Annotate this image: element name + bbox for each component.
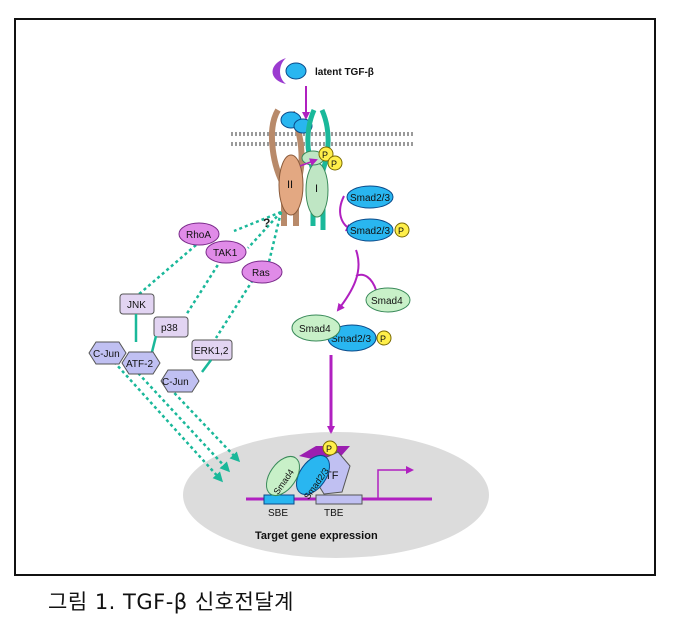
phosphate-label-1: P bbox=[322, 150, 328, 160]
tak1-node bbox=[205, 240, 247, 264]
smad23-node bbox=[346, 185, 394, 209]
smad23-phosphate-label: P bbox=[398, 226, 404, 236]
smad4-label: Smad4 bbox=[371, 296, 403, 307]
complex-smad23-label: Smad2/3 bbox=[331, 334, 371, 345]
p38-label: p38 bbox=[161, 323, 178, 334]
phosphate-label-2: P bbox=[331, 159, 337, 169]
nuc-smad23-node bbox=[295, 454, 331, 496]
type-I-receptor bbox=[301, 108, 331, 230]
rhoa-label: RhoA bbox=[186, 230, 211, 241]
sbe-label: SBE bbox=[268, 508, 288, 519]
target-gene-label: Target gene expression bbox=[255, 530, 378, 542]
complex-phosphate-label: P bbox=[380, 334, 386, 344]
erk-label: ERK1,2 bbox=[194, 346, 229, 357]
atf2-node bbox=[121, 351, 161, 375]
complex-smad4-node bbox=[291, 314, 341, 342]
smad4-recruit-arrow bbox=[355, 273, 377, 291]
phosphate-circle-2 bbox=[327, 155, 343, 171]
non-smad-pathway-lines bbox=[137, 210, 283, 339]
cjun-left-label: C-Jun bbox=[93, 349, 120, 360]
smad4-node bbox=[365, 287, 411, 313]
smad23-phosphate-circle bbox=[394, 222, 410, 238]
nuclear-input-arrows bbox=[105, 352, 241, 483]
cjun-right-node bbox=[160, 369, 200, 393]
tbe-element bbox=[315, 494, 363, 505]
phosphate-circle-1 bbox=[318, 146, 334, 162]
ras-label: Ras bbox=[252, 268, 270, 279]
smad23-p-label: Smad2/3 bbox=[350, 226, 390, 237]
tak1-label: TAK1 bbox=[213, 248, 238, 259]
phosphorylation-arrow bbox=[299, 158, 318, 167]
complex-smad4-label: Smad4 bbox=[299, 324, 331, 335]
ras-node bbox=[241, 260, 283, 284]
smad-complex-formation-arrow bbox=[336, 249, 360, 312]
p38-node bbox=[153, 316, 189, 338]
tgfb-pathway-diagram: latent TGF-β II I P P Smad2/3 Smad2/3 P … bbox=[88, 58, 489, 558]
unknown-link-label: ? bbox=[263, 216, 270, 230]
mapk-target-links bbox=[134, 314, 212, 373]
cjun-right-label: C-Jun bbox=[162, 377, 189, 388]
rhoa-node bbox=[178, 222, 220, 246]
transcription-start-arrow bbox=[377, 466, 414, 498]
tbe-label: TBE bbox=[324, 508, 344, 519]
complex-phosphate-circle bbox=[376, 330, 392, 346]
receptor-II-label: II bbox=[287, 179, 293, 191]
smad23-p-node bbox=[346, 218, 394, 242]
latent-tgfb-label: latent TGF-β bbox=[315, 67, 374, 78]
jnk-label: JNK bbox=[127, 300, 146, 311]
figure-frame: latent TGF-β II I P P Smad2/3 Smad2/3 P … bbox=[14, 18, 656, 576]
type-II-receptor bbox=[269, 108, 313, 226]
figure-caption: 그림 1. TGF-β 신호전달계 bbox=[48, 590, 294, 614]
erk-node bbox=[191, 339, 233, 361]
latent-tgfb-icon bbox=[272, 58, 307, 84]
smad23-label: Smad2/3 bbox=[350, 193, 390, 204]
cjun-left-node bbox=[88, 341, 127, 365]
nuc-phosphate-label: P bbox=[326, 444, 332, 454]
receptor-I-label: I bbox=[315, 183, 318, 195]
cell-membrane bbox=[231, 132, 414, 146]
nuc-smad4-node bbox=[265, 455, 301, 497]
nuc-phosphate-circle bbox=[322, 440, 338, 456]
atf2-label: ATF-2 bbox=[126, 359, 153, 370]
